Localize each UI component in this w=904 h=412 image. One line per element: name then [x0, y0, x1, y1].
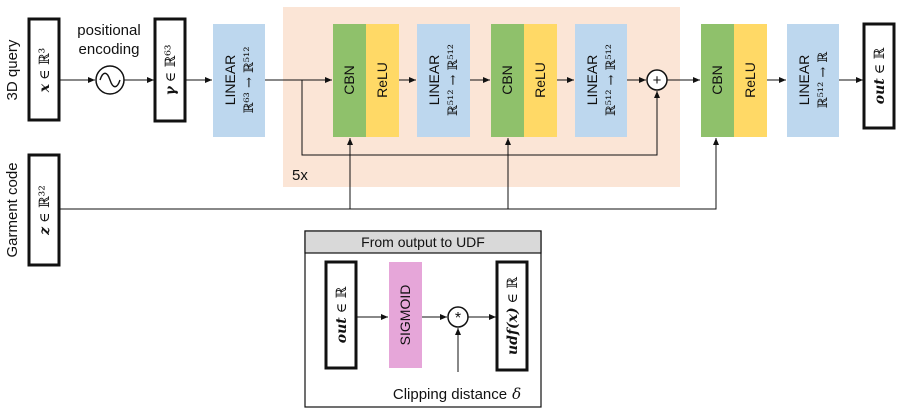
relu-block-1 [366, 24, 399, 137]
multiply-symbol: * [455, 310, 461, 327]
udf-panel-title: From output to UDF [361, 234, 485, 250]
positional-encoding-label-line1: positional [77, 22, 140, 39]
relu-label-3: ReLU [742, 62, 758, 98]
udf-out-box [324, 260, 358, 370]
linear-last-title: LINEAR [796, 55, 812, 106]
udf-flow-arrows [356, 314, 496, 372]
linear-hidden-dims-2: ℝ⁵¹² → ℝ⁵¹² [604, 44, 619, 116]
udf-result-box [495, 260, 529, 372]
linear-first-block [213, 24, 265, 137]
cbn-block-1 [333, 24, 366, 137]
linear-last-dims: ℝ⁵¹² → ℝ [816, 51, 831, 109]
cbn-label-1: CBN [341, 65, 357, 95]
garment-code-input-box [27, 153, 61, 267]
cbn-block-3 [701, 24, 734, 137]
garment-code-input-label: 𝒛∈ ℝ³² [37, 185, 53, 236]
linear-hidden-title-1: LINEAR [426, 55, 442, 106]
gamma-label: 𝜸∈ ℝ⁶³ [163, 45, 179, 96]
sine-wave-icon [99, 72, 121, 88]
query-input-box [27, 17, 61, 122]
output-label: out∈ ℝ [872, 47, 888, 104]
garment-code-conditioning-lines [59, 138, 719, 210]
linear-first-dims: ℝ⁶³ → ℝ⁵¹² [242, 47, 257, 114]
cbn-block-2 [491, 24, 524, 137]
query-side-label: 3D query [4, 39, 21, 100]
skip-connection [301, 80, 660, 156]
positional-encoding-label-line2: encoding [79, 41, 140, 58]
relu-block-3 [734, 24, 767, 137]
udf-panel-header [304, 230, 542, 254]
output-box [862, 22, 896, 130]
linear-hidden-title-2: LINEAR [584, 55, 600, 106]
sigmoid-block [389, 262, 422, 368]
relu-label-2: ReLU [532, 62, 548, 98]
cbn-label-2: CBN [499, 65, 515, 95]
linear-hidden-block-1 [417, 24, 470, 137]
linear-hidden-dims-1: ℝ⁵¹² → ℝ⁵¹² [446, 44, 461, 116]
gamma-box [153, 17, 187, 123]
query-input-label: 𝒙∈ ℝ³ [37, 48, 53, 93]
udf-result-label: udf(𝒙)∈ ℝ [505, 277, 521, 355]
relu-label-1: ReLU [374, 62, 390, 98]
garment-code-side-label: Garment code [4, 162, 21, 257]
udf-out-label: out∈ ℝ [334, 286, 350, 343]
linear-hidden-block-2 [575, 24, 627, 137]
relu-block-2 [524, 24, 557, 137]
linear-first-title: LINEAR [222, 55, 238, 106]
repeat-count-label: 5x [292, 167, 308, 184]
linear-last-block [787, 24, 839, 137]
residual-sum-symbol: + [653, 72, 662, 89]
sigmoid-label: SIGMOID [397, 285, 413, 346]
cbn-label-3: CBN [709, 65, 725, 95]
